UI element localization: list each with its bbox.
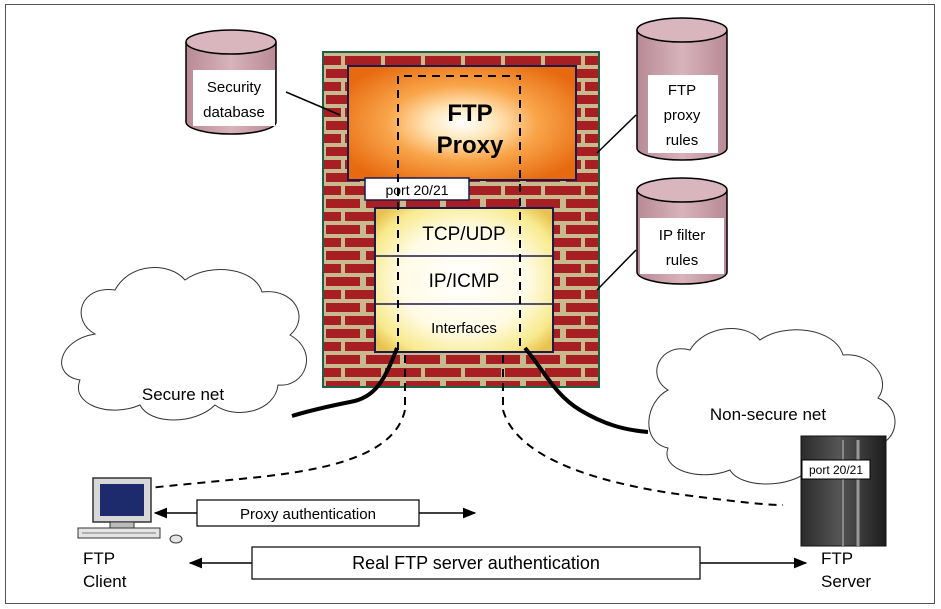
protocol-stack: TCP/UDP IP/ICMP Interfaces xyxy=(374,207,554,353)
stack-ip-icmp: IP/ICMP xyxy=(429,271,500,292)
svg-text:database: database xyxy=(203,104,265,121)
client-label-line1: FTP xyxy=(83,549,115,568)
svg-text:IP filter: IP filter xyxy=(659,227,705,244)
secure-net-label: Secure net xyxy=(142,385,224,404)
network-cables xyxy=(291,346,649,434)
svg-text:FTP: FTP xyxy=(668,82,696,99)
svg-text:Security: Security xyxy=(207,79,262,96)
ftp-client-computer-icon xyxy=(77,477,183,544)
server-label-line2: Server xyxy=(821,572,871,591)
ip-filter-rules-cylinder: IP filter rules xyxy=(636,177,728,285)
ftp-server-icon: port 20/21 xyxy=(800,435,887,547)
proxy-title-line2: Proxy xyxy=(437,132,504,159)
ftp-proxy-rules-cylinder: FTP proxy rules xyxy=(636,17,728,161)
internal-flow-lines xyxy=(397,75,521,410)
security-database-cylinder: Security database xyxy=(185,29,277,135)
svg-text:proxy: proxy xyxy=(664,107,701,124)
ftp-proxy-box: FTP Proxy xyxy=(347,65,577,181)
svg-text:port 20/21: port 20/21 xyxy=(385,182,448,198)
real-auth-label: Real FTP server authentication xyxy=(352,553,600,573)
proxy-title-line1: FTP xyxy=(447,100,492,127)
svg-text:rules: rules xyxy=(666,252,699,269)
proxy-auth-label: Proxy authentication xyxy=(240,506,376,523)
proxy-auth-arrow: Proxy authentication xyxy=(153,499,477,527)
rule-connectors xyxy=(285,91,637,291)
dashed-connections xyxy=(149,409,784,506)
server-label-line1: FTP xyxy=(821,549,853,568)
client-label-line2: Client xyxy=(83,572,127,591)
stack-interfaces: Interfaces xyxy=(431,320,497,337)
nonsecure-net-label: Non-secure net xyxy=(710,405,827,424)
server-port-label: port 20/21 xyxy=(809,463,863,477)
real-auth-arrow: Real FTP server authentication xyxy=(188,546,808,580)
diagram-frame xyxy=(5,4,935,604)
secure-net-cloud: Secure net xyxy=(61,267,307,421)
proxy-port-label: port 20/21 xyxy=(364,177,470,201)
stack-tcp-udp: TCP/UDP xyxy=(422,224,505,245)
svg-text:rules: rules xyxy=(666,132,699,149)
